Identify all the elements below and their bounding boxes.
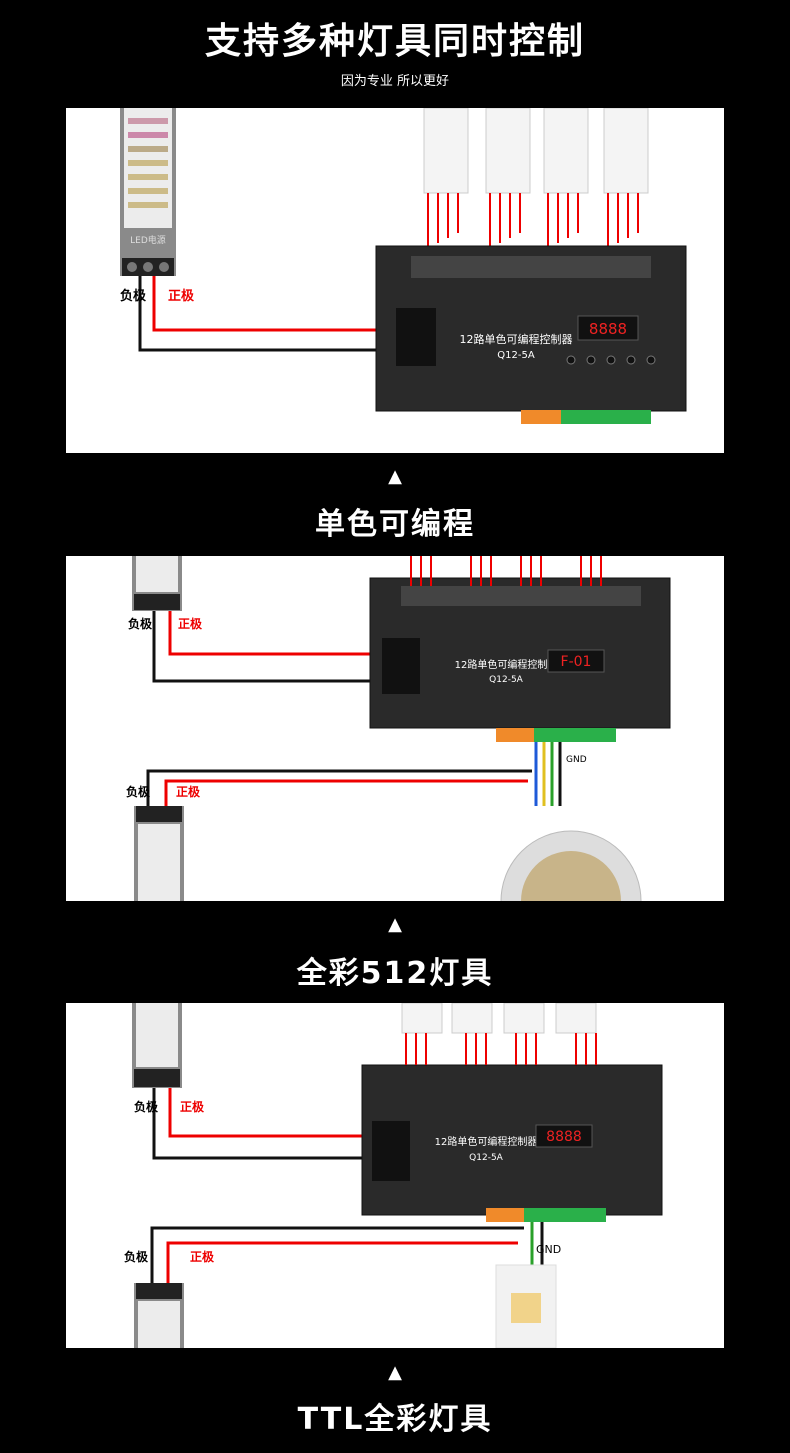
controller-name-1: 12路单色可编程控制器	[460, 332, 573, 346]
power-supply-top-3	[132, 1003, 182, 1088]
caption-monochrome: 单色可编程	[315, 507, 475, 542]
seven-seg-display-3: 8888	[546, 1129, 582, 1145]
negative-label-2b: 负极	[126, 784, 151, 799]
page-title: 支持多种灯具同时控制	[204, 21, 585, 62]
seven-seg-display-2: F-01	[561, 654, 592, 670]
gnd-label-3: GND	[536, 1243, 561, 1256]
positive-label-2a: 正极	[178, 616, 203, 631]
psu-brand: LED电源	[130, 234, 166, 246]
controller-model-1: Q12-5A	[497, 350, 535, 361]
wiring-diagram-2: 负极 正极 12路单色可编程控制器 Q12-5A F-01 GND 负极 正极	[126, 556, 671, 901]
ttl-led-strip	[495, 1264, 557, 1348]
wiring-diagram-1: LED电源 负极 正极 12路单色可编程控制器 Q12-5A 8888	[120, 108, 687, 424]
controller-3: 12路单色可编程控制器 Q12-5A 8888	[361, 1033, 663, 1222]
power-supply: LED电源	[120, 108, 176, 276]
led-strips-3	[401, 1003, 597, 1034]
positive-label-2b: 正极	[176, 784, 201, 799]
negative-label-3a: 负极	[134, 1099, 159, 1114]
controller-name-2: 12路单色可编程控制器	[455, 658, 558, 671]
negative-label-2a: 负极	[128, 616, 153, 631]
gnd-label-2: GND	[566, 755, 587, 765]
page-subtitle: 因为专业 所以更好	[340, 74, 450, 89]
negative-label-3b: 负极	[124, 1249, 149, 1264]
arrow-indicator-2: ▲	[388, 914, 402, 935]
wiring-panel-ttl: 负极 正极 12路单色可编程控制器 Q12-5A 8888 GND 负极 正极	[66, 1003, 724, 1348]
controller: 12路单色可编程控制器 Q12-5A 8888	[375, 245, 687, 424]
led-strips	[423, 108, 649, 248]
controller-model-3: Q12-5A	[469, 1153, 504, 1163]
positive-label-1: 正极	[168, 288, 195, 304]
arrow-indicator-3: ▲	[388, 1362, 402, 1383]
positive-label-3b: 正极	[190, 1249, 215, 1264]
controller-name-3: 12路单色可编程控制器	[435, 1135, 538, 1148]
caption-ttl: TTL全彩灯具	[297, 1402, 493, 1437]
seven-seg-display-1: 8888	[589, 320, 627, 338]
positive-label-3a: 正极	[180, 1099, 205, 1114]
controller-2: 12路单色可编程控制器 Q12-5A F-01	[369, 556, 671, 742]
wiring-panel-monochrome: LED电源 负极 正极 12路单色可编程控制器 Q12-5A 8888	[66, 108, 724, 453]
wiring-panel-dmx512: 负极 正极 12路单色可编程控制器 Q12-5A F-01 GND 负极 正极	[66, 556, 724, 901]
negative-label-1: 负极	[120, 288, 147, 304]
caption-dmx512: 全彩512灯具	[296, 956, 494, 991]
power-supply-top	[132, 556, 182, 611]
power-supply-bottom	[134, 806, 184, 901]
wiring-diagram-3: 负极 正极 12路单色可编程控制器 Q12-5A 8888 GND 负极 正极	[124, 1003, 663, 1348]
power-supply-bottom-3	[134, 1283, 184, 1348]
arrow-indicator-1: ▲	[388, 466, 402, 487]
controller-model-2: Q12-5A	[489, 675, 524, 685]
